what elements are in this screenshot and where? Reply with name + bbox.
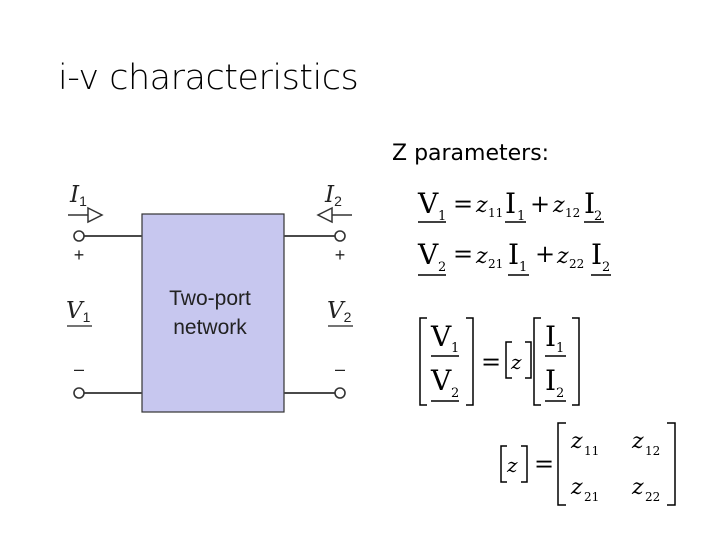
svg-text:V: V [417,238,439,271]
svg-text:1: 1 [438,209,446,224]
svg-text:z: z [631,429,644,454]
svg-text:z: z [506,453,518,477]
z-parameters-label: Z parameters: [392,141,550,166]
svg-text:1: 1 [519,260,527,275]
box-label-line2: network [173,316,247,339]
svg-text:I: I [545,320,556,353]
V1-label: V1 [66,298,91,325]
port1-top-terminal [73,230,85,242]
svg-text:z: z [570,429,583,454]
svg-text:z: z [475,193,488,218]
I1-label: I1 [69,182,87,209]
svg-text:=: = [534,450,554,478]
port2-top-terminal [334,230,346,242]
svg-text:I: I [508,238,519,271]
svg-text:=: = [453,240,473,268]
svg-text:z: z [556,244,569,269]
equation-v1: V 1 = z 11 I 1 + z 12 I 2 [417,187,604,224]
svg-text:2: 2 [451,386,459,401]
svg-text:V: V [430,320,452,353]
port1-bottom-terminal [73,387,85,399]
two-port-box [141,213,285,413]
V2-label: V2 [327,298,352,325]
svg-text:z: z [631,475,644,500]
svg-text:=: = [481,348,501,376]
port2-minus: – [335,359,345,379]
svg-text:11: 11 [488,206,503,220]
svg-text:1: 1 [451,341,459,356]
svg-text:z: z [510,350,522,374]
svg-text:V: V [430,364,452,397]
I2-arrow-icon [316,206,352,224]
svg-text:21: 21 [488,257,503,271]
svg-text:2: 2 [556,386,564,401]
port2-plus: + [335,245,346,265]
z-matrix-definition: z = z 11 z 12 z 21 z 22 [500,422,676,506]
svg-text:z: z [552,193,565,218]
svg-text:22: 22 [569,257,584,271]
equation-v2: V 2 = z 21 I 1 + z 22 I 2 [417,238,611,276]
I2-label: I2 [324,182,342,209]
svg-text:z: z [570,475,583,500]
svg-text:=: = [453,190,473,218]
svg-text:2: 2 [594,209,602,224]
svg-text:2: 2 [602,260,610,275]
svg-text:12: 12 [645,444,660,458]
svg-text:I: I [505,187,516,220]
two-port-diagram: Two-port network I1 I2 + + – – V1 V [66,182,353,413]
svg-text:z: z [475,244,488,269]
svg-text:I: I [545,364,556,397]
slide-title: i-v characteristics [58,58,359,98]
port1-plus: + [74,245,85,265]
svg-text:12: 12 [565,206,580,220]
svg-text:I: I [584,187,595,220]
box-label-line1: Two-port [169,287,251,310]
port2-bottom-terminal [334,387,346,399]
I1-arrow-icon [68,206,104,224]
matrix-equation: V 1 V 2 = z I 1 I 2 [419,317,580,406]
svg-text:+: + [530,190,550,218]
svg-text:1: 1 [556,341,564,356]
port1-minus: – [74,359,84,379]
svg-text:I: I [591,238,602,271]
svg-text:+: + [535,240,555,268]
svg-text:2: 2 [438,260,446,275]
svg-text:22: 22 [645,490,660,504]
svg-text:11: 11 [584,444,599,458]
svg-text:V: V [417,187,439,220]
svg-text:1: 1 [517,209,525,224]
svg-text:21: 21 [584,490,599,504]
